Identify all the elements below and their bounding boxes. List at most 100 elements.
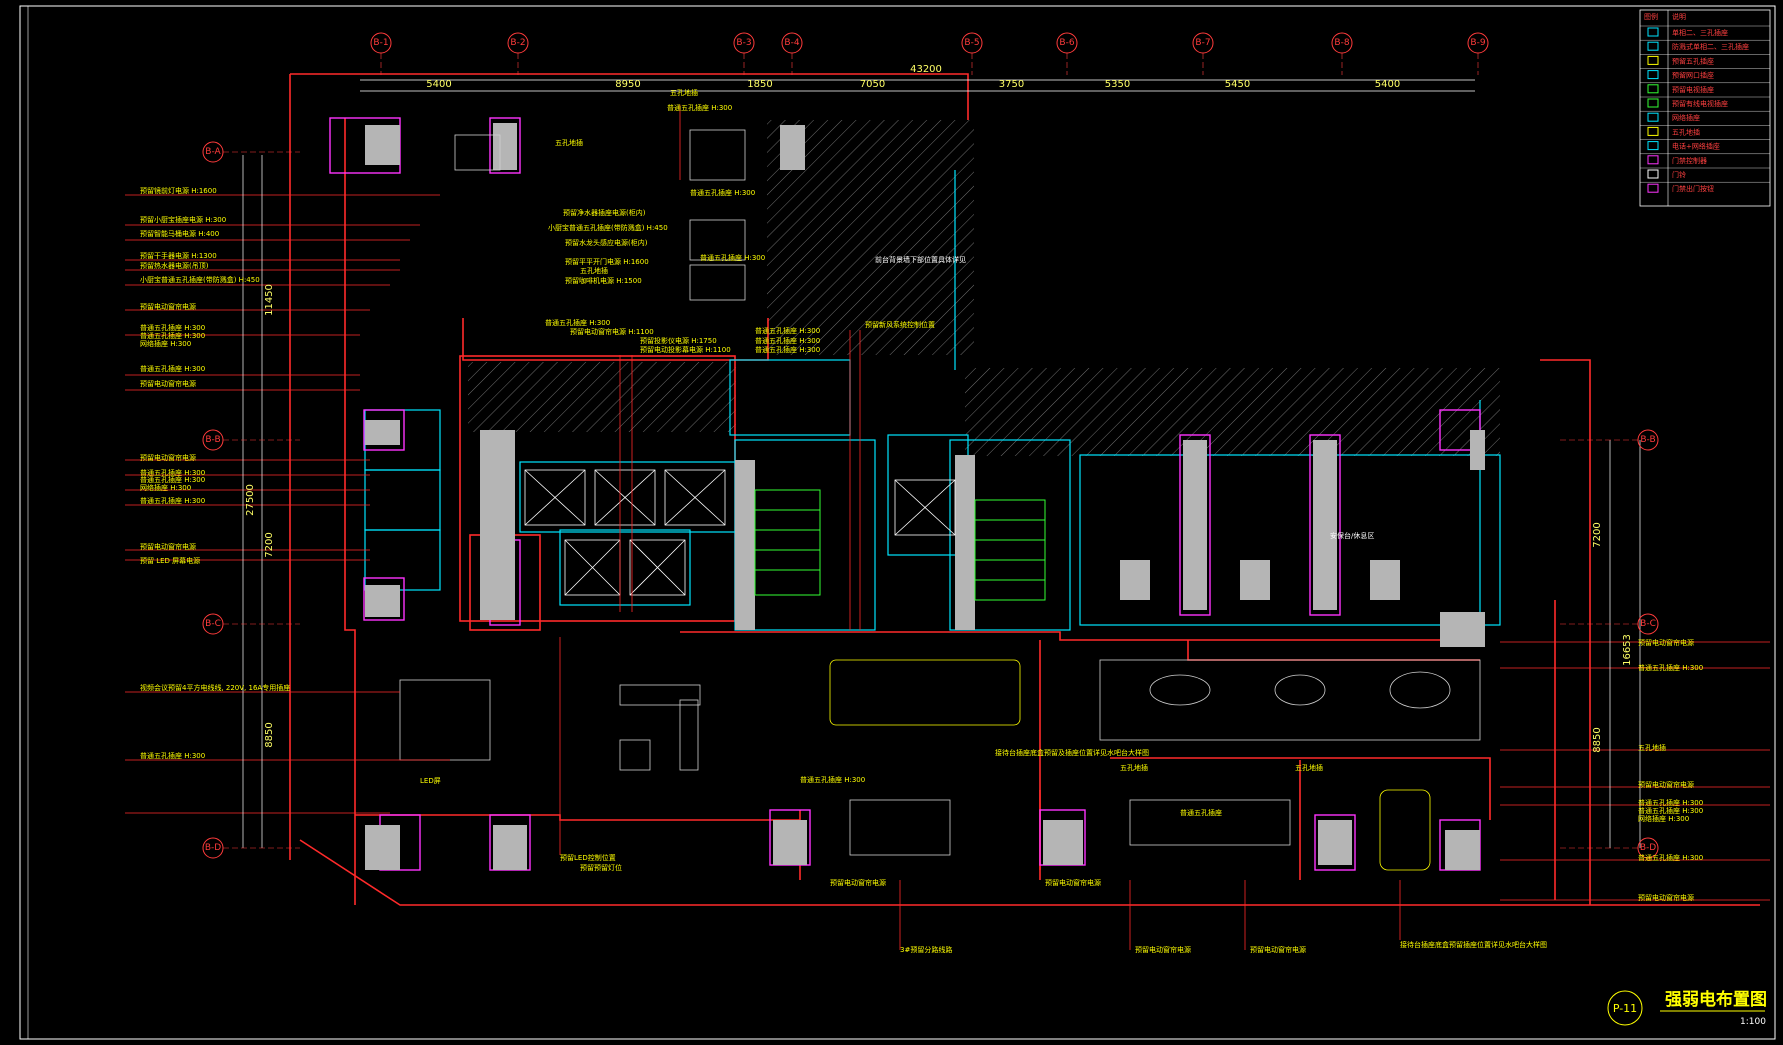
axis-label-B-5: B-5	[964, 38, 979, 48]
axis-bubble	[1637, 837, 1659, 859]
bottom-callout-10: 预留LED控制位置	[560, 853, 616, 862]
left-callout-4: 预留热水器电源(吊顶)	[140, 261, 209, 270]
legend-symbol-icon	[1647, 84, 1659, 94]
right-callout-1: 普通五孔插座 H:300	[1638, 663, 1703, 672]
axis-bubble	[1192, 32, 1214, 54]
legend-item-9: 门禁控制器	[1672, 156, 1707, 165]
left-callout-20: 普通五孔插座 H:300	[140, 751, 205, 760]
bottom-callout-0: 普通五孔插座 H:300	[800, 775, 865, 784]
bottom-callout-2: 预留电动窗帘电源	[1045, 878, 1101, 887]
axis-label-B-A: B-A	[205, 147, 221, 157]
legend-item-8: 电话+网络插座	[1672, 142, 1720, 151]
legend-symbol-icon	[1647, 141, 1659, 151]
left-callout-7: 普通五孔插座 H:300	[140, 323, 205, 332]
top-dim-5: 5350	[1105, 79, 1130, 90]
axis-label-B-1: B-1	[373, 38, 388, 48]
legend: 图例 说明 单相二、三孔插座防溅式单相二、三孔插座预留五孔插座预留网口插座预留电…	[1639, 9, 1771, 207]
axis-label-B-D: B-D	[205, 843, 221, 853]
bottom-callout-7: 普通五孔插座	[1180, 808, 1222, 817]
columns	[365, 123, 1485, 870]
top-dim-7: 5400	[1375, 79, 1400, 90]
legend-symbol-icon	[1647, 98, 1659, 108]
axis-bubble	[781, 32, 803, 54]
legend-item-0: 单相二、三孔插座	[1672, 28, 1728, 37]
top-dim-6: 5450	[1225, 79, 1250, 90]
left-callout-0: 预留镜前灯电源 H:1600	[140, 186, 217, 195]
axis-bubbles-left: B-AB-BB-CB-D	[202, 141, 300, 859]
top-callout-8: 预留咖啡机电源 H:1500	[565, 276, 642, 285]
top-dim-1: 8950	[615, 79, 640, 90]
stair-cores	[754, 489, 1046, 601]
left-callout-3: 预留干手器电源 H:1300	[140, 251, 217, 260]
axis-bubble	[370, 32, 392, 54]
right-dim-2: 8850	[1592, 727, 1603, 752]
top-callout-0: 五孔地插	[555, 138, 583, 147]
legend-item-7: 五孔地插	[1672, 127, 1700, 136]
top-callout-1: 普通五孔插座 H:300	[667, 103, 732, 112]
left-dim-1: 27500	[245, 484, 256, 516]
sheet-frame	[19, 5, 1776, 1040]
right-callout-6: 网络插座 H:300	[1638, 814, 1689, 823]
left-dim-0: 11450	[264, 284, 275, 316]
room-note-1: 前台背景墙下部位置具体详见	[875, 255, 966, 264]
axis-label-B-B: B-B	[1640, 435, 1655, 445]
dimension-lines	[242, 79, 1641, 848]
left-callout-6: 预留电动窗帘电源	[140, 302, 196, 311]
top-callout-16: 普通五孔插座 H:300	[755, 336, 820, 345]
axis-bubble	[507, 32, 529, 54]
legend-item-3: 预留网口插座	[1672, 71, 1714, 80]
axis-label-B-B: B-B	[205, 435, 220, 445]
legend-item-4: 预留电视插座	[1672, 85, 1714, 94]
top-callout-3: 预留净水器插座电源(柜内)	[563, 208, 646, 217]
left-callout-18: 预留 LED 屏幕电源	[140, 556, 200, 565]
legend-item-5: 预留有线电视插座	[1672, 99, 1728, 108]
right-dim-0: 7200	[1592, 522, 1603, 547]
bottom-callout-9: 接待台插座底盒预留及插座位置详见水吧台大样图	[995, 748, 1149, 757]
legend-symbol-icon	[1647, 70, 1659, 80]
axis-label-B-6: B-6	[1059, 38, 1074, 48]
left-callout-8: 普通五孔插座 H:300	[140, 331, 205, 340]
top-dim-4: 3750	[999, 79, 1024, 90]
axis-bubble	[733, 32, 755, 54]
left-callout-12: 预留电动窗帘电源	[140, 453, 196, 462]
axis-label-B-8: B-8	[1334, 38, 1349, 48]
legend-symbol-icon	[1647, 112, 1659, 122]
legend-symbol-icon	[1647, 27, 1659, 37]
top-callout-17: 普通五孔插座 H:300	[755, 345, 820, 354]
left-callout-1: 预留小厨宝插座电源 H:300	[140, 215, 226, 224]
right-dim-1: 16653	[1622, 634, 1633, 666]
top-callout-10: 普通五孔插座 H:300	[700, 253, 765, 262]
legend-symbol-icon	[1647, 55, 1659, 65]
legend-symbol-icon	[1647, 126, 1659, 136]
top-callout-14: 预留电动投影幕电源 H:1100	[640, 345, 731, 354]
axis-label-B-D: B-D	[1640, 843, 1656, 853]
axis-bubble	[1056, 32, 1078, 54]
title-block: P-11 强弱电布置图 1:100	[1607, 989, 1767, 1027]
axis-bubble	[202, 613, 224, 635]
axis-label-B-3: B-3	[736, 38, 751, 48]
top-callout-7: 五孔地插	[580, 266, 608, 275]
top-callout-12: 预留电动窗帘电源 H:1100	[570, 327, 654, 336]
top-callout-18: 预留新风系统控制位置	[865, 320, 935, 329]
top-dim-0: 5400	[426, 79, 451, 90]
left-callout-19: 视频会议预留4平方电线线, 220V, 16A专用插座	[140, 683, 290, 692]
axis-bubble	[1637, 429, 1659, 451]
right-callout-3: 预留电动窗帘电源	[1638, 780, 1694, 789]
axis-bubbles-right: B-BB-CB-D	[1560, 429, 1659, 859]
legend-header-desc: 说明	[1672, 12, 1686, 21]
bottom-callout-4: 预留电动窗帘电源	[1135, 945, 1191, 954]
legend-item-10: 门铃	[1672, 170, 1686, 179]
drawing-scale: 1:100	[1740, 1017, 1766, 1027]
left-callout-16: 普通五孔插座 H:300	[140, 496, 205, 505]
top-dim-2: 1850	[747, 79, 772, 90]
left-dim-3: 8850	[264, 722, 275, 747]
left-callout-5: 小厨宝普通五孔插座(带防溅盒) H:450	[140, 275, 260, 284]
axis-bubble	[1467, 32, 1489, 54]
top-callout-9: 普通五孔插座 H:300	[690, 188, 755, 197]
legend-symbol-icon	[1647, 183, 1659, 193]
